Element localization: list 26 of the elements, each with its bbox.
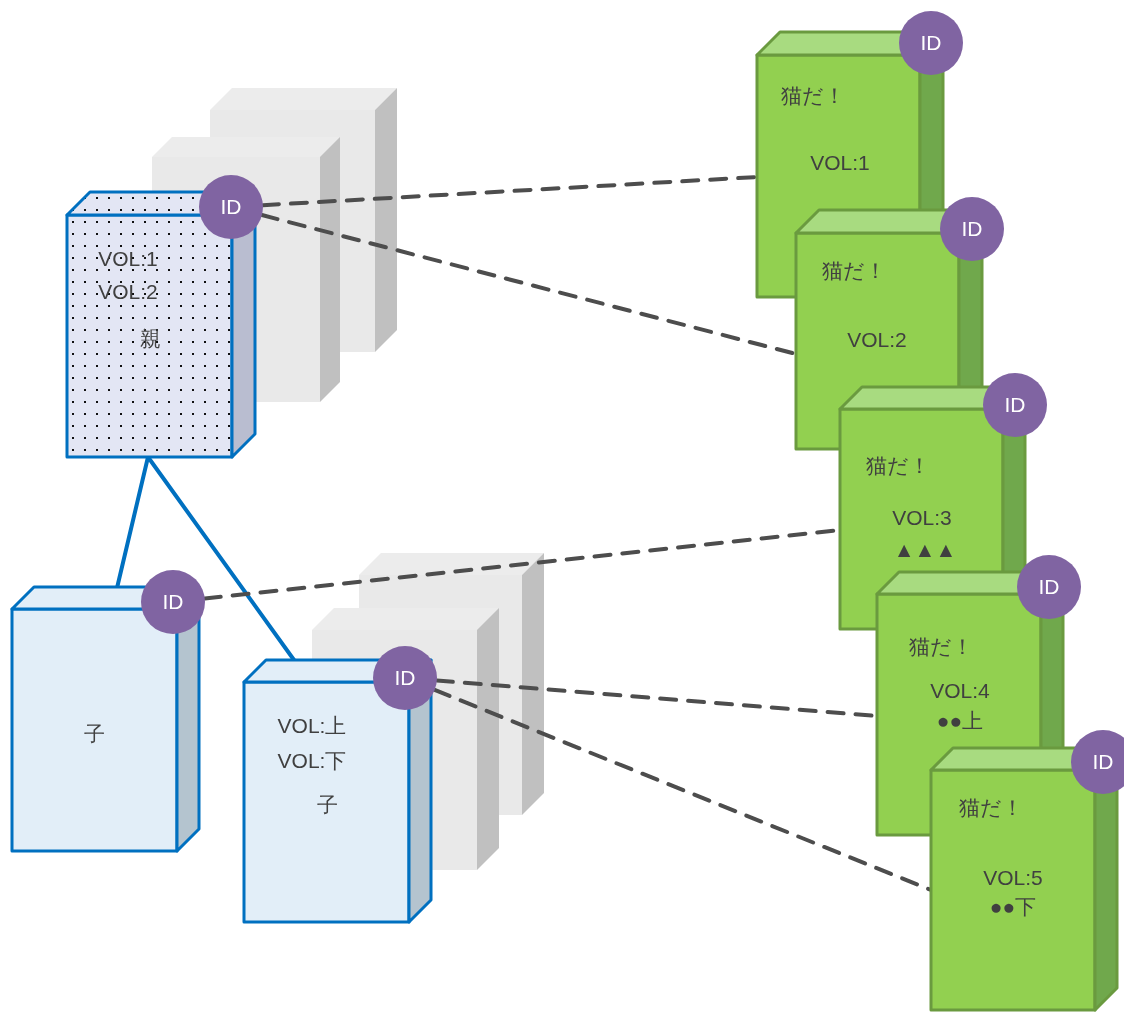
box-label: 子 bbox=[316, 793, 338, 815]
box-label: 猫だ！ bbox=[822, 259, 886, 281]
box-label: VOL:下 bbox=[277, 749, 347, 771]
box-label: 子 bbox=[83, 722, 105, 744]
box-label: VOL:4 bbox=[930, 679, 990, 701]
box-label: ▲▲▲ bbox=[893, 538, 957, 560]
box-label: VOL:1 bbox=[98, 247, 158, 269]
box-label: 猫だ！ bbox=[781, 84, 845, 106]
box-label: 猫だ！ bbox=[959, 796, 1023, 818]
box-label: ●●下 bbox=[989, 895, 1037, 917]
id-circle: ID bbox=[940, 197, 1004, 261]
id-circle: ID bbox=[1017, 555, 1081, 619]
box-label: VOL:1 bbox=[810, 151, 870, 173]
box-label: VOL:2 bbox=[847, 328, 907, 350]
box-label: 親 bbox=[139, 327, 161, 349]
box-label: VOL:2 bbox=[98, 280, 158, 302]
id-circle: ID bbox=[899, 11, 963, 75]
box-label: VOL:5 bbox=[983, 866, 1043, 888]
id-circle: ID bbox=[983, 373, 1047, 437]
id-circle: ID bbox=[1071, 730, 1124, 794]
id-circle: ID bbox=[141, 570, 205, 634]
box-label: 猫だ！ bbox=[909, 635, 973, 657]
box-label: ●●上 bbox=[936, 709, 984, 731]
box-label: VOL:上 bbox=[277, 714, 347, 736]
box-label: VOL:3 bbox=[892, 506, 952, 528]
box-label: 猫だ！ bbox=[866, 454, 930, 476]
